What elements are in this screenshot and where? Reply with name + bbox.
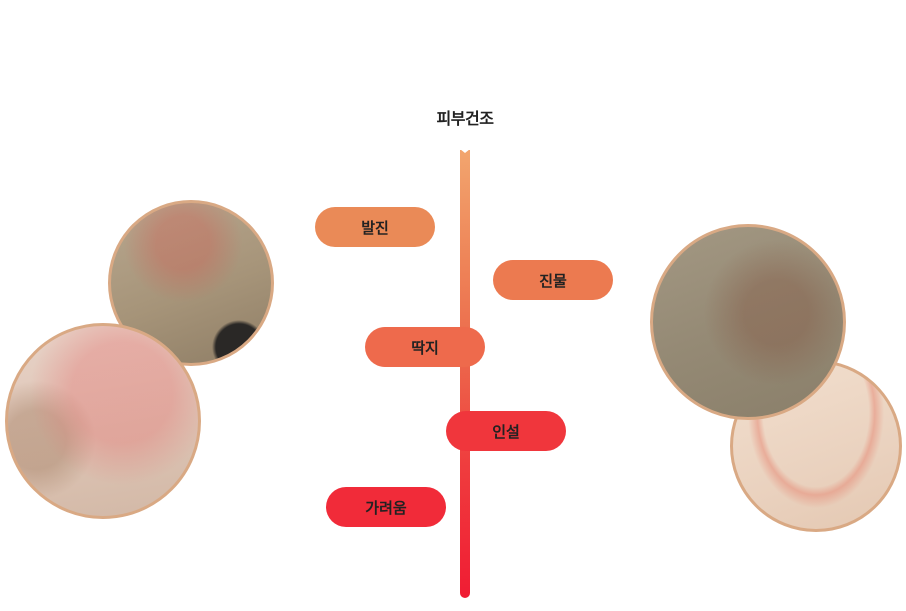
symptom-pill-itch[interactable]: 가려움 xyxy=(326,487,446,527)
skin-oozing-photo xyxy=(650,224,846,420)
symptom-timeline-line xyxy=(460,149,470,598)
symptom-pill-exudate[interactable]: 진물 xyxy=(493,260,613,300)
skin-rash-closeup-photo xyxy=(5,323,201,519)
symptom-pill-rash[interactable]: 발진 xyxy=(315,207,435,247)
symptom-pill-scale[interactable]: 인설 xyxy=(446,411,566,451)
page-title: 피부건조 xyxy=(436,109,494,128)
symptom-pill-crust[interactable]: 딱지 xyxy=(365,327,485,367)
